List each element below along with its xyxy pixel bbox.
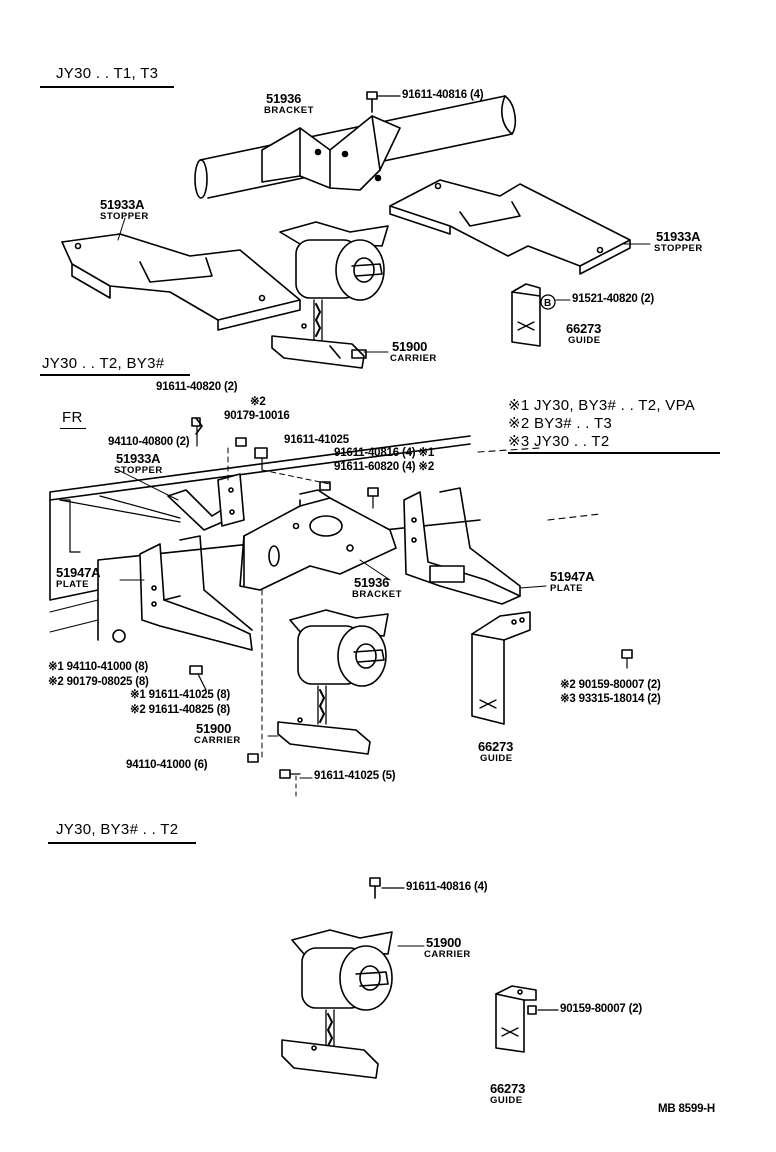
s2-part-91611-41025-8: ※1 91611-41025 (8) <box>130 689 231 701</box>
s2-carrier-name: CARRIER <box>194 735 241 746</box>
s1-guide-number: 66273 <box>566 321 602 336</box>
note-1: ※1 JY30, BY3# . . T2, VPA <box>508 397 696 414</box>
s2-part-91611-41025-5: 91611-41025 (5) <box>314 770 396 782</box>
s2-plate-right-number: 51947A <box>550 569 595 584</box>
section-header-3: JY30, BY3# . . T2 <box>56 821 179 838</box>
s2-part-91611-40825: ※2 91611-40825 (8) <box>130 704 231 716</box>
front-direction-label: FR <box>62 409 83 426</box>
s1-stopper-left-number: 51933A <box>100 197 145 212</box>
s2-part-93315-18014: ※3 93315-18014 (2) <box>560 693 661 705</box>
section-header-1-underline <box>40 86 174 88</box>
leader-lines-s2 <box>117 447 547 801</box>
s1-carrier-name: CARRIER <box>390 353 437 364</box>
s2-part-94110-41000-6: 94110-41000 (6) <box>126 759 208 771</box>
s3-carrier-number: 51900 <box>426 935 462 950</box>
s1-carrier-number: 51900 <box>392 339 428 354</box>
s2-carrier-number: 51900 <box>196 721 232 736</box>
carrier-51900-s1 <box>271 221 389 369</box>
drawing-reference-code: MB 8599-H <box>658 1103 715 1115</box>
note-3: ※3 JY30 . . T2 <box>508 433 610 450</box>
stopper-51933A-s2 <box>59 473 245 531</box>
guide-66273-s3 <box>495 985 559 1053</box>
s1-stopper-left-name: STOPPER <box>100 211 149 222</box>
section-header-3-underline <box>48 842 196 844</box>
s2-stopper-number: 51933A <box>116 451 161 466</box>
s2-stopper-name: STOPPER <box>114 465 163 476</box>
s3-carrier-name: CARRIER <box>424 949 471 960</box>
s2-part-91611-40816: 91611-40816 (4) ※1 <box>334 447 435 459</box>
s2-part-91611-41025: 91611-41025 <box>284 434 349 446</box>
s1-bracket-number: 51936 <box>266 91 302 106</box>
s2-part-94110-40800: 94110-40800 (2) <box>108 436 190 448</box>
s3-guide-number: 66273 <box>490 1081 526 1096</box>
s2-guide-name: GUIDE <box>480 753 513 764</box>
s1-stopper-right-name: STOPPER <box>654 243 703 254</box>
s2-part-91611-60820: 91611-60820 (4) ※2 <box>334 461 435 473</box>
s3-bolt-guide-label: 90159-80007 (2) <box>560 1003 643 1015</box>
front-direction-underline <box>60 428 86 429</box>
notes-underline <box>508 452 720 454</box>
plate-51947A-right <box>403 487 521 605</box>
s2-part-94110-41000-8: ※1 94110-41000 (8) <box>48 661 149 673</box>
guide-66273-s2 <box>471 611 531 725</box>
stopper-51933A-left <box>61 217 301 331</box>
s1-bracket-name: BRACKET <box>264 105 314 116</box>
section-header-1: JY30 . . T1, T3 <box>56 65 159 82</box>
s2-guide-number: 66273 <box>478 739 514 754</box>
guide-66273-s1: B <box>511 283 571 347</box>
section-header-2-underline <box>40 374 190 376</box>
bolt-icon-s1-top <box>366 91 401 113</box>
s2-plate-left-number: 51947A <box>56 565 101 580</box>
s1-stopper-right-number: 51933A <box>656 229 701 244</box>
s2-bracket-name: BRACKET <box>352 589 402 600</box>
s2-plate-right-name: PLATE <box>550 583 583 594</box>
plate-51947A-left <box>139 535 253 651</box>
s2-part-90179-10016: 90179-10016 <box>224 410 290 422</box>
s1-guide-name: GUIDE <box>568 335 601 346</box>
s2-plate-left-name: PLATE <box>56 579 89 590</box>
note-2: ※2 BY3# . . T3 <box>508 415 613 432</box>
s1-bolt-b-label: 91521-40820 (2) <box>572 293 655 305</box>
carrier-51900-s2 <box>267 609 389 755</box>
s2-part-91611-40820: 91611-40820 (2) <box>156 381 238 393</box>
s2-part-90159-80007: ※2 90159-80007 (2) <box>560 679 661 691</box>
carrier-51900-s3 <box>281 929 425 1079</box>
bracket-51936-s2 <box>239 489 397 591</box>
bolt-icon-s3-top <box>369 877 405 899</box>
s2-part-90179-08025: ※2 90179-08025 (8) <box>48 676 149 688</box>
s3-guide-name: GUIDE <box>490 1095 523 1106</box>
s2-bracket-number: 51936 <box>354 575 390 590</box>
fastener-icons-s2 <box>112 417 633 779</box>
pipe-section1 <box>194 95 517 199</box>
s1-bolt-top-label: 91611-40816 (4) <box>402 89 484 101</box>
section-header-2: JY30 . . T2, BY3# <box>42 355 165 372</box>
svg-text:B: B <box>544 298 551 309</box>
stopper-51933A-right <box>389 179 651 275</box>
bracket-51936-s1 <box>261 115 401 191</box>
s2-part-mark-2: ※2 <box>250 396 266 408</box>
s3-bolt-top-label: 91611-40816 (4) <box>406 881 488 893</box>
